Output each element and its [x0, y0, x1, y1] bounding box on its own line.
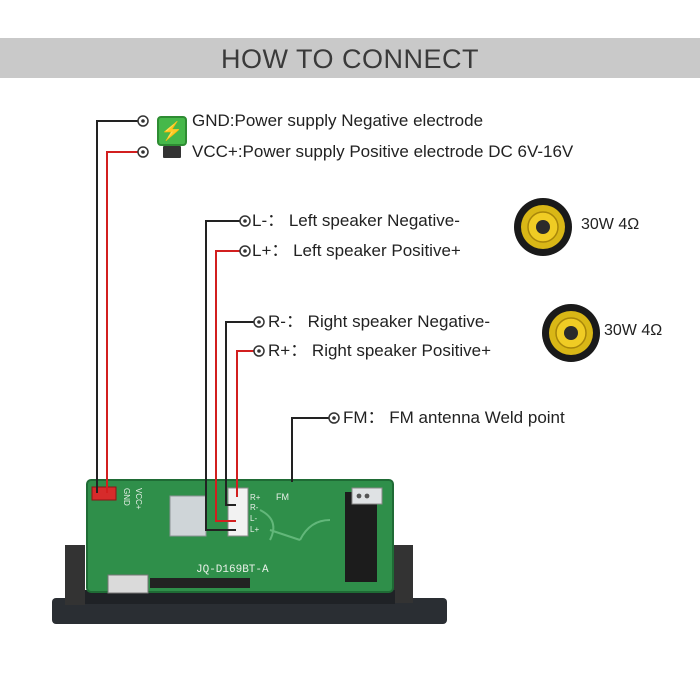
display-strip	[150, 578, 250, 588]
switch	[107, 574, 149, 594]
usb-card-slot	[345, 492, 377, 582]
speaker-icon	[542, 304, 600, 362]
right-clip	[393, 545, 413, 603]
label-r-minus: R-： Right speaker Negative-	[268, 312, 491, 331]
label-r-plus: R+： Right speaker Positive+	[268, 341, 491, 360]
wire-r-minus	[225, 321, 256, 506]
label-l-minus: L-： Left speaker Negative-	[252, 211, 460, 230]
label-fm: FM： FM antenna Weld point	[343, 408, 565, 427]
pcb-silk-gnd: GND	[122, 488, 131, 506]
pcb-silk-rminus: R-	[250, 503, 259, 512]
header-banner	[0, 38, 700, 78]
power-lightning-icon: ⚡	[157, 116, 187, 146]
wire-gnd	[96, 120, 140, 493]
label-l-plus: L+： Left speaker Positive+	[252, 241, 461, 260]
page-title: HOW TO CONNECT	[220, 44, 479, 74]
power-adapter-base	[163, 146, 181, 158]
pcb-silk-vcc: VCC+	[134, 488, 143, 510]
pcb-silk-lplus: L+	[250, 525, 259, 534]
label-gnd: GND:Power supply Negative electrode	[192, 111, 484, 130]
bluetooth-chip	[169, 495, 207, 537]
label-vcc: VCC+:Power supply Positive electrode DC …	[192, 142, 574, 161]
front-panel	[52, 598, 447, 624]
wire-l-plus	[215, 250, 242, 522]
pcb-silk-rplus: R+	[250, 493, 261, 502]
pcb-board	[86, 479, 394, 594]
speaker-spec-right: 30W 4Ω	[604, 322, 663, 339]
left-clip	[65, 545, 85, 605]
pcb-silk-lminus: L-	[250, 514, 257, 523]
pcb-model-label: JQ-D169BT-A	[196, 564, 269, 576]
speaker-spec-left: 30W 4Ω	[581, 216, 640, 233]
wire-l-minus	[205, 220, 242, 531]
panel-lip	[85, 590, 395, 604]
speaker-icon	[514, 198, 572, 256]
wire-vcc	[106, 151, 140, 493]
module-enclosure	[52, 545, 447, 624]
wire-r-plus	[236, 350, 256, 497]
wire-fm	[291, 417, 330, 482]
pcb-silk-fm: FM	[276, 492, 289, 502]
